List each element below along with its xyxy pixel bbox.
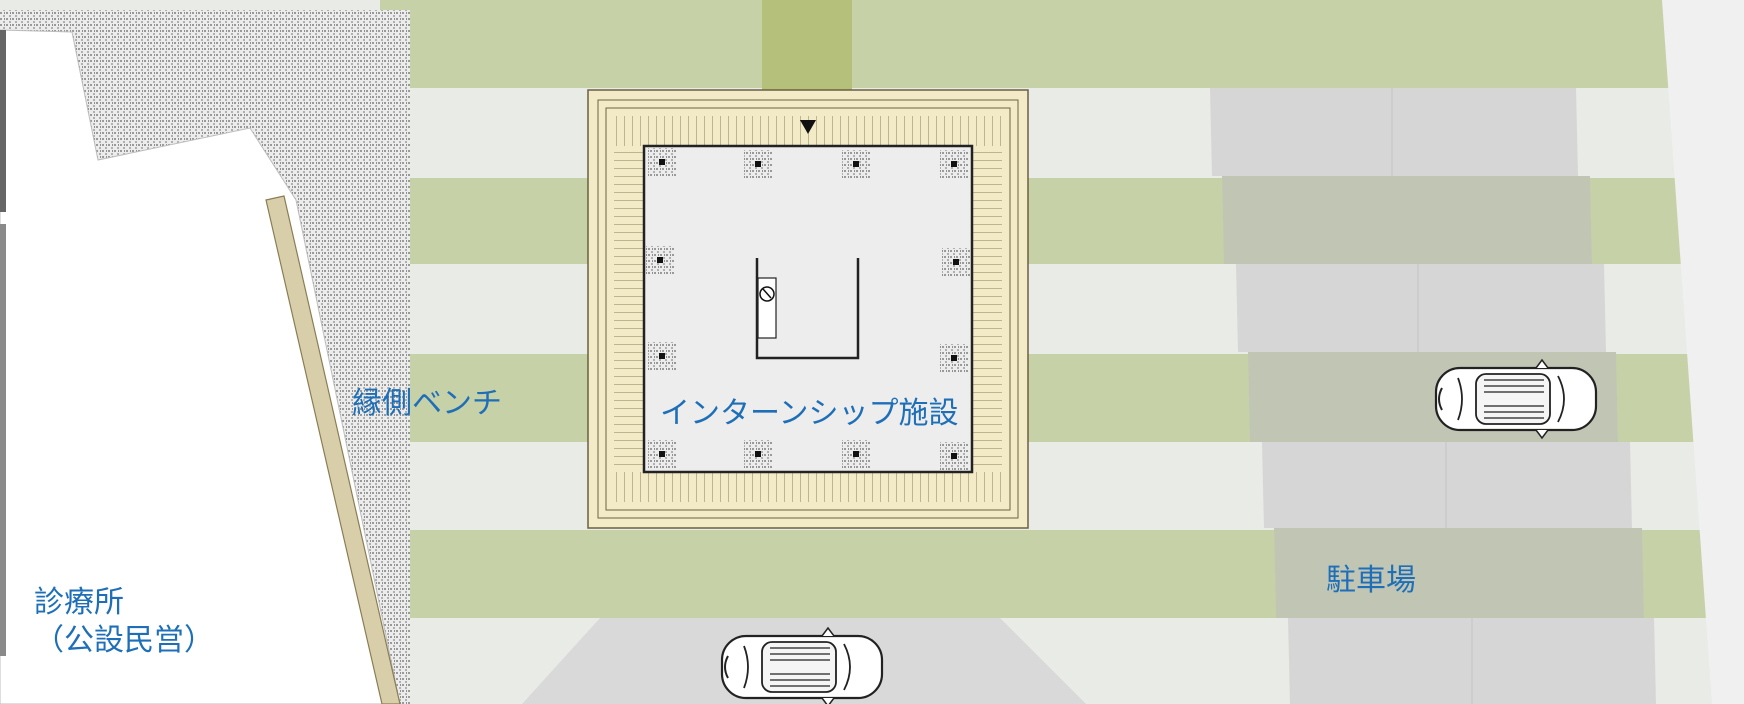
clinic-label: 診療所 （公設民営）: [34, 584, 214, 660]
bicycle-icon: [759, 286, 775, 302]
car-icon: [720, 626, 884, 704]
storage-cabinet: [757, 277, 777, 339]
parking-label: 駐車場: [1326, 563, 1416, 598]
hedge-strip: [762, 0, 852, 90]
clinic-label-line1: 診療所: [34, 585, 124, 620]
car-icon: [1434, 358, 1598, 440]
clinic-label-line2: （公設民営）: [34, 623, 214, 658]
entrance-marker: [800, 120, 816, 134]
internship-facility: [587, 89, 1029, 529]
engawa-bench-label: 縁側ベンチ: [352, 386, 502, 421]
internship-facility-label: インターンシップ施設: [660, 396, 959, 431]
engawa-bench: [265, 195, 401, 704]
left-edge-element: [0, 30, 6, 212]
site-edge: [1662, 0, 1744, 704]
clinic-building: [0, 29, 401, 704]
facility-floor: [642, 144, 974, 474]
inner-partition: [755, 258, 860, 360]
